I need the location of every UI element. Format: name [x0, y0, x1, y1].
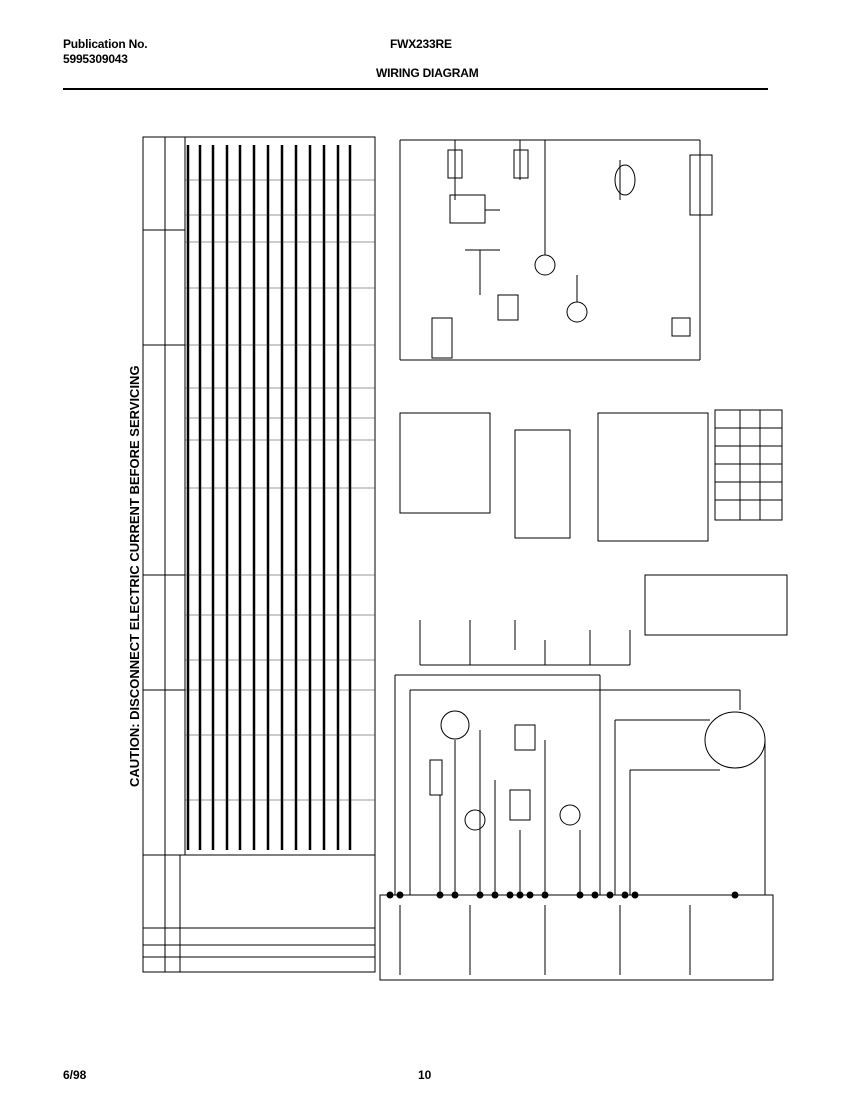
timer-chart [142, 136, 376, 973]
pictorial-wiring [379, 620, 774, 981]
timer-grid [185, 179, 375, 801]
header-rule [63, 88, 768, 90]
page-title: WIRING DIAGRAM [376, 66, 479, 80]
publication-label: Publication No. [63, 37, 148, 51]
legend-boxes [399, 409, 788, 636]
model-number: FWX233RE [390, 37, 452, 51]
terminal-row [386, 891, 739, 899]
footer-date: 6/98 [63, 1068, 87, 1082]
publication-number: 5995309043 [63, 52, 128, 66]
page-number: 10 [418, 1068, 432, 1082]
schematic [399, 139, 713, 361]
timer-bars [186, 145, 352, 850]
